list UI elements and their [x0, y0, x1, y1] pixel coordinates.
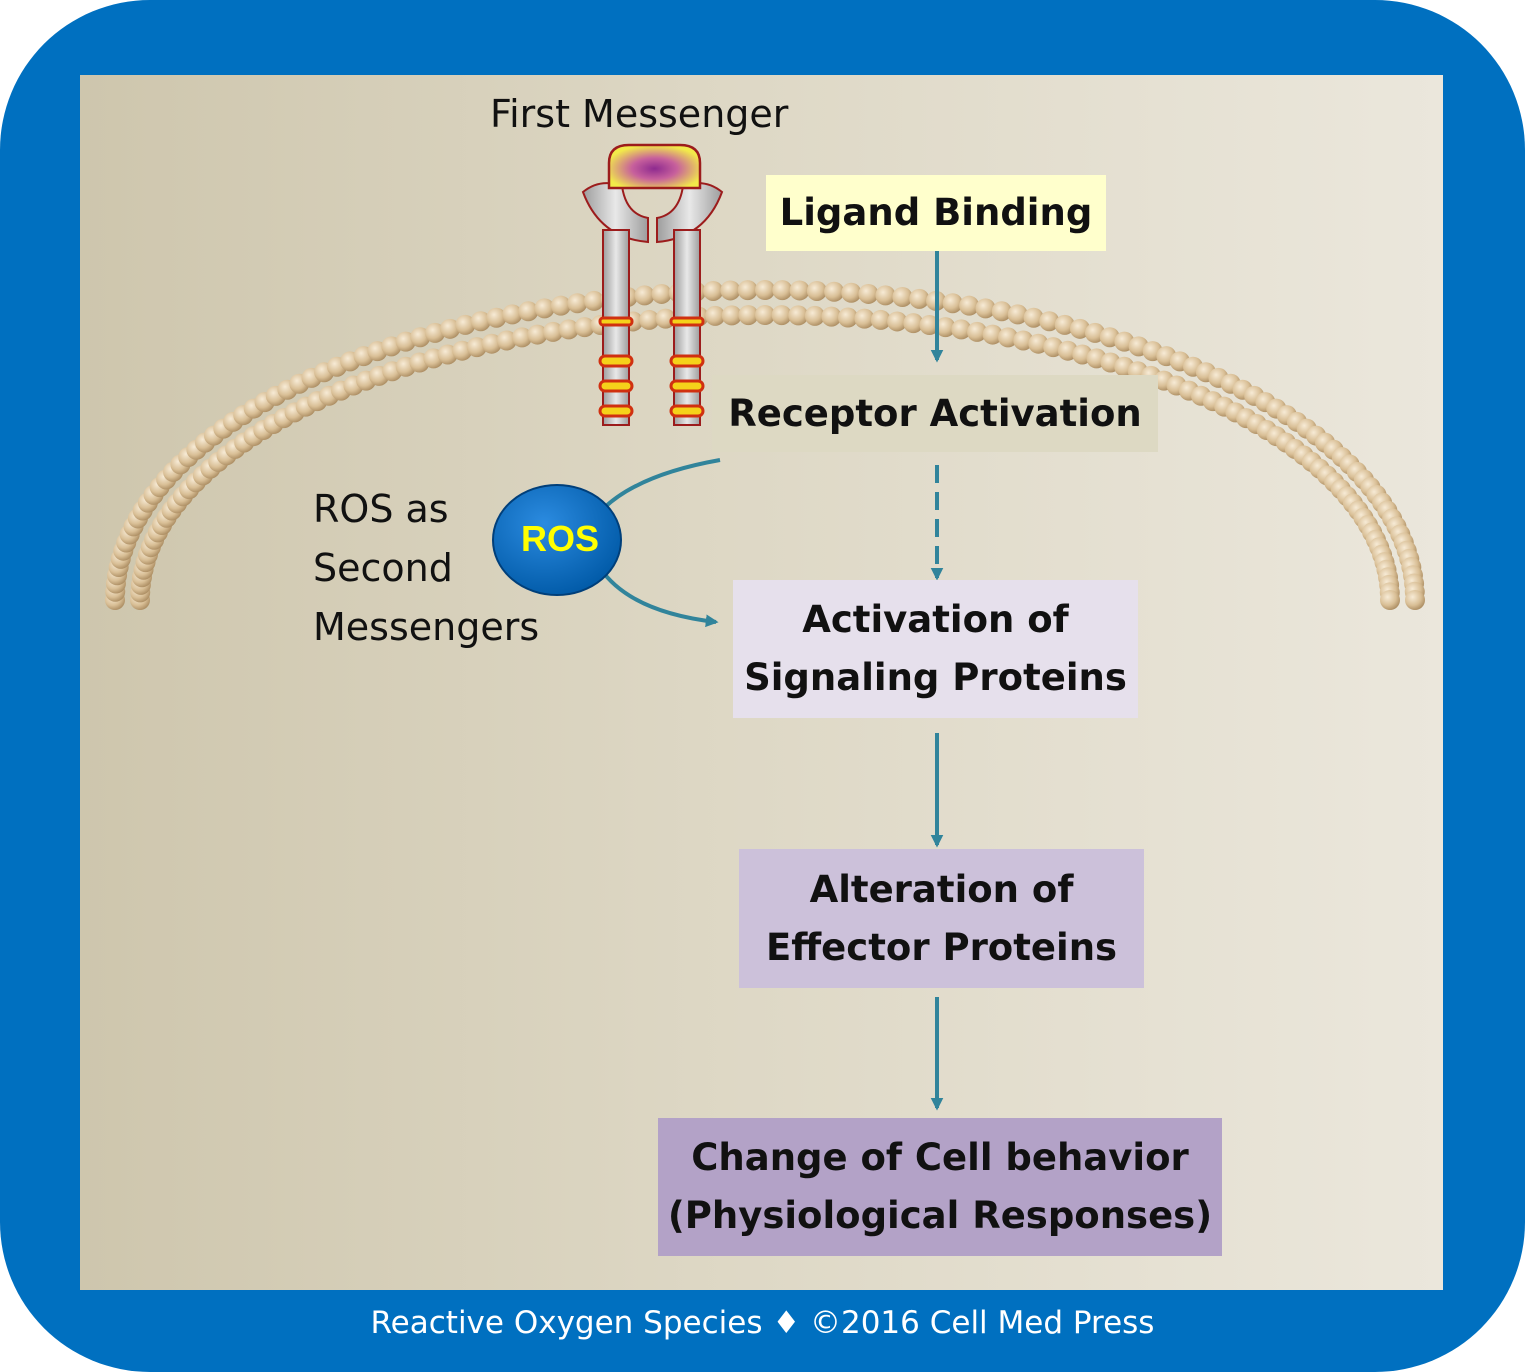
receptor-activation-text: Receptor Activation [728, 391, 1142, 435]
lipid-head [511, 327, 532, 348]
ligand-icon [607, 143, 702, 190]
lipid-head [858, 283, 879, 304]
lipid-head [496, 330, 517, 351]
lipid-head [755, 305, 775, 325]
lipid-head [909, 288, 930, 309]
lipid-head [705, 305, 726, 326]
lipid-head [502, 304, 523, 325]
lipid-head [942, 293, 963, 314]
signaling-line-2: Signaling Proteins [744, 656, 1127, 699]
lipid-head [542, 321, 563, 342]
lipid-head [821, 306, 842, 327]
ligand-binding-text: Ligand Binding [779, 191, 1093, 234]
ros-label-line-1: ROS as [313, 487, 449, 531]
lipid-head [841, 282, 862, 303]
lipid-head [870, 309, 891, 330]
lipid-head [982, 324, 1003, 345]
lipid-head [975, 298, 996, 319]
signaling-proteins-box: Activation of Signaling Proteins [733, 580, 1138, 718]
lipid-head [481, 333, 502, 354]
lipid-head [738, 305, 759, 326]
lipid-head [771, 305, 792, 326]
lipid-head [639, 309, 660, 330]
ligand-binding-box: Ligand Binding [766, 175, 1106, 251]
lipid-head [1013, 330, 1034, 351]
lipid-head [935, 317, 956, 338]
lipid-head [425, 322, 446, 343]
lipid-head [875, 285, 896, 306]
lipid-head [518, 301, 539, 322]
lipid-head [583, 290, 604, 311]
lipid-head [486, 307, 507, 328]
lipid-head [755, 280, 775, 300]
lipid-head [1069, 318, 1090, 339]
lipid-head [919, 315, 940, 336]
lipid-head [550, 295, 571, 316]
behavior-line-1: Change of Cell behavior [691, 1136, 1189, 1179]
footer-credit: Reactive Oxygen Species ♦ ©2016 Cell Med… [370, 1305, 1155, 1341]
ros-label-line-3: Messengers [313, 605, 540, 649]
lipid-head [440, 318, 461, 339]
lipid-head [806, 280, 827, 301]
lipid-head [567, 293, 588, 314]
lipid-head [1023, 307, 1044, 328]
first-messenger-label: First Messenger [490, 92, 789, 136]
lipid-head [1007, 304, 1028, 325]
signaling-line-1: Activation of [802, 598, 1069, 641]
lipid-head [837, 307, 858, 328]
cell-behavior-box: Change of Cell behavior (Physiological R… [658, 1118, 1222, 1256]
lipid-head [634, 285, 655, 306]
lipid-head [1380, 590, 1400, 610]
lipid-head [455, 314, 476, 335]
lipid-head [892, 287, 913, 308]
lipid-head [527, 324, 548, 345]
lipid-head [951, 319, 972, 340]
arrow-ros-to-signaling [598, 566, 719, 628]
lipid-head [772, 280, 793, 301]
effector-line-1: Alteration of [809, 867, 1074, 911]
lipid-head [998, 327, 1019, 348]
lipid-head [558, 319, 579, 340]
lipid-head [903, 313, 924, 334]
lipid-head [470, 311, 491, 332]
lipid-head [804, 305, 825, 326]
effector-line-2: Effector Proteins [765, 925, 1118, 969]
lipid-head [789, 280, 810, 301]
lipid-head [967, 321, 988, 342]
lipid-head [534, 298, 555, 319]
lipid-head [854, 308, 875, 329]
lipid-head [574, 317, 595, 338]
lipid-head [824, 281, 845, 302]
ros-badge-label: ROS [521, 518, 599, 559]
lipid-head [737, 280, 758, 301]
lipid-head [703, 280, 724, 301]
lipid-head [1054, 314, 1075, 335]
receptor-icon [581, 182, 724, 426]
ros-curve [598, 458, 721, 514]
effector-proteins-box: Alteration of Effector Proteins [739, 849, 1144, 988]
lipid-head [1039, 311, 1060, 332]
lipid-head [1405, 590, 1425, 610]
ros-label-line-2: Second [313, 546, 453, 590]
lipid-head [887, 311, 908, 332]
behavior-line-2: (Physiological Responses) [667, 1194, 1213, 1237]
lipid-head [788, 305, 809, 326]
ros-second-messenger-label: ROS as Second Messengers [313, 480, 539, 657]
ros-badge [492, 484, 622, 596]
lipid-head [720, 280, 741, 301]
lipid-head [959, 295, 980, 316]
lipid-head [651, 283, 672, 304]
lipid-head [991, 301, 1012, 322]
lipid-head [721, 305, 742, 326]
receptor-activation-box: Receptor Activation [712, 375, 1158, 452]
